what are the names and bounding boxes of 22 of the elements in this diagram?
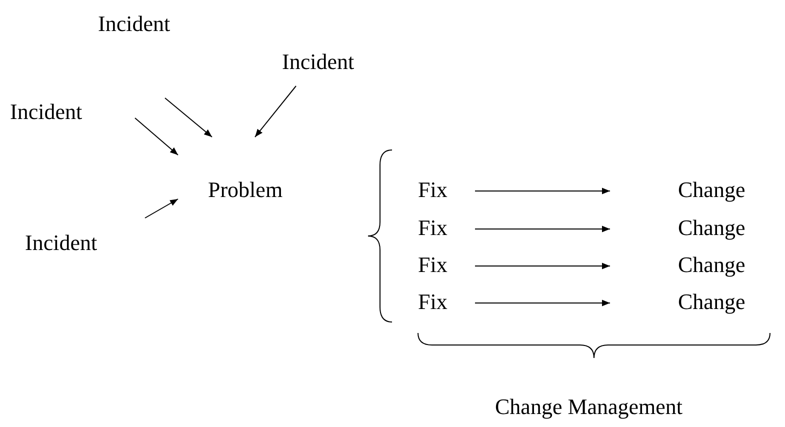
arrow xyxy=(134,118,178,156)
node-label: Change xyxy=(677,178,746,204)
arrow xyxy=(474,300,610,306)
arrow xyxy=(474,226,610,232)
node-label: Change xyxy=(677,216,746,242)
node-label: Fix xyxy=(418,216,448,242)
arrow xyxy=(254,86,296,138)
node-label: Incident xyxy=(281,50,356,76)
node-label: Incident xyxy=(25,229,98,255)
arrow xyxy=(474,262,610,270)
node-label: Change xyxy=(677,253,746,279)
node-label: Problem xyxy=(207,176,284,204)
node-label: Fix xyxy=(418,253,448,279)
arrow xyxy=(474,188,610,194)
node-label: Incident xyxy=(98,12,172,38)
node-label: Fix xyxy=(418,290,448,316)
node-label: Change xyxy=(677,290,746,316)
group-label: Change Management xyxy=(495,395,683,419)
arrow xyxy=(144,198,178,218)
node-label: Fix xyxy=(418,178,448,204)
arrow xyxy=(164,98,212,138)
node-label: Incident xyxy=(10,100,84,125)
